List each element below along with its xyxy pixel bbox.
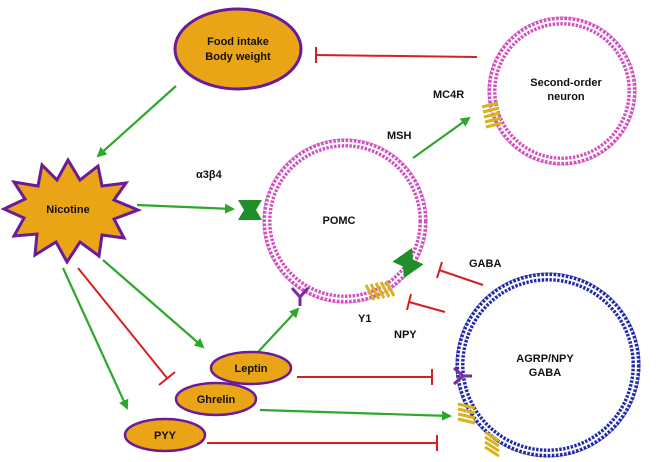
leptin-receptor-pomc-icon	[290, 287, 310, 306]
pyy-receptor-agrp-icon	[484, 430, 500, 458]
inhibition-lines	[77, 47, 484, 451]
gaba-receptor-icon	[392, 247, 424, 279]
ghrelin-receptor-agrp-icon	[457, 402, 476, 425]
pyy-label: PYY	[154, 430, 177, 442]
msh-label: MSH	[387, 130, 412, 142]
body-weight-label: Body weight	[205, 51, 271, 63]
arrow-nicotine-to-pyy	[61, 267, 129, 410]
second-order-neuron-label-line2: neuron	[547, 91, 585, 103]
food-intake-label: Food intake	[207, 36, 269, 48]
arrow-ghrelin-to-agrp	[259, 408, 452, 421]
leptin-label: Leptin	[235, 363, 268, 375]
second-order-neuron-cell	[487, 16, 637, 166]
pomc-neuron-cell	[262, 138, 428, 304]
inhibit-nicotine-to-ghrelin	[77, 267, 168, 379]
arrow-pomc-to-second-order	[412, 116, 471, 159]
second-order-neuron-label-line1: Second-order	[530, 77, 602, 89]
gaba-label: GABA	[469, 258, 501, 270]
arrow-leptin-to-pomc	[257, 307, 300, 353]
mc4r-label: MC4R	[433, 89, 464, 101]
arrow-nicotine-to-a3b4	[136, 203, 235, 214]
nicotine-label: Nicotine	[46, 204, 89, 216]
agrp-gaba-label: GABA	[529, 367, 561, 379]
agrp-npy-neuron-cell	[455, 272, 641, 458]
mc4r-receptor-icon	[481, 101, 503, 129]
food-intake-node: Food intake Body weight	[173, 7, 303, 91]
inhibit-second-order-to-food	[315, 54, 478, 58]
activation-arrows	[61, 85, 471, 421]
npy-label: NPY	[394, 329, 417, 341]
agrp-npy-label: AGRP/NPY	[516, 353, 574, 365]
arrow-food-to-nicotine	[96, 85, 177, 158]
pyy-node: PYY	[123, 417, 207, 453]
inhibit-gaba-to-pomc	[438, 269, 484, 286]
a3b4-label: α3β4	[196, 169, 223, 181]
ghrelin-node: Ghrelin	[174, 381, 258, 417]
nicotine-node: Nicotine	[0, 156, 143, 265]
pomc-label: POMC	[323, 215, 356, 227]
a3b4-receptor-icon	[238, 200, 262, 220]
inhibit-npy-to-y1	[408, 301, 446, 313]
y1-label: Y1	[358, 313, 371, 325]
ghrelin-label: Ghrelin	[197, 394, 236, 406]
y1-receptor-icon	[364, 280, 396, 301]
nicotine-star-shape	[0, 156, 143, 265]
leptin-receptor-agrp-icon	[453, 366, 472, 386]
leptin-node: Leptin	[209, 350, 293, 386]
arrow-nicotine-to-leptin	[102, 259, 205, 349]
